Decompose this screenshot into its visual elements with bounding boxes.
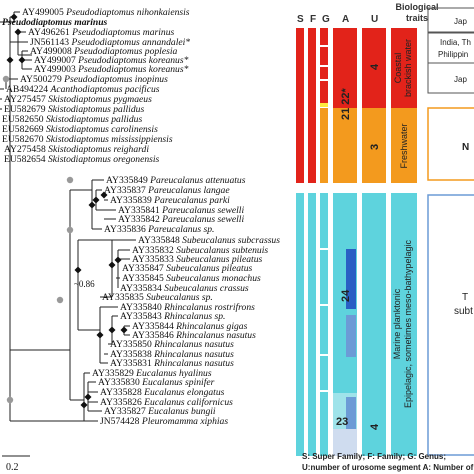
tip-label: AY335827 Eucalanus bungii: [104, 406, 216, 417]
node-diamond: [114, 256, 122, 264]
column-header-g: G: [322, 14, 330, 25]
node-diamond: [108, 326, 116, 334]
node-diamond: [74, 266, 82, 274]
tip-label: AY335833 Subeucalanus pileatus: [132, 254, 262, 265]
node-circle: [6, 396, 14, 404]
tip-label: AY335835 Subeucalanus sp.: [102, 292, 213, 303]
edge-label-3: Philippin: [438, 50, 468, 59]
tip-label: AY500279 Pseudodiaptomus inopinus: [20, 74, 168, 85]
legend-line-2: U:number of urosome segment A: Number of: [302, 463, 474, 472]
node-diamond: [108, 261, 116, 269]
tip-label: AY335842 Pareucalanus sewelli: [118, 214, 244, 225]
node-circle: [2, 75, 10, 83]
tip-label: AY335849 Pareucalanus attenuatus: [106, 175, 246, 186]
edge-label-7: subt: [454, 306, 473, 317]
tip-label: AY335843 Rhincalanus sp.: [120, 311, 225, 322]
a-value-mid: 24: [340, 289, 352, 302]
node-circle: [66, 176, 74, 184]
node-diamond: [14, 28, 22, 36]
u-value-marine: 4: [369, 423, 381, 430]
tip-label: JN574428 Pleuromamma xiphias: [100, 416, 228, 427]
tree-tip-labels: AY499005 Pseudodiaptomus nihonkaiensisPs…: [2, 7, 280, 427]
node-diamond: [84, 393, 92, 401]
bio-marine-label: Marine planktonicEpipelagic, sometimes m…: [392, 239, 413, 408]
tip-label: AB494224 Acanthodiaptomus pacificus: [6, 84, 160, 95]
tip-label: JN561143 Pseudodiaptomus annandalei*: [30, 37, 190, 48]
tip-label: AY335844 Rhincalanus gigas: [132, 321, 248, 332]
tip-label: AY335848 Subeucalanus subcrassus: [138, 235, 280, 246]
tip-label: AY335834 Subeucalanus crassus: [120, 283, 249, 294]
column-s: [296, 28, 304, 456]
tip-label: AY335839 Pareucalanus parki: [110, 195, 230, 206]
node-circle: [56, 296, 64, 304]
node-diamond: [120, 326, 128, 334]
tip-label: AY499003 Pseudodiaptomus koreanus*: [34, 64, 189, 75]
tip-label: AY335845 Subeucalanus monachus: [122, 273, 261, 284]
tip-label: EU582669 Skistodiaptomus carolinensis: [2, 124, 158, 135]
node-diamond: [10, 13, 18, 21]
tip-label: EU582679 Skistodiaptomus pallidus: [4, 104, 144, 115]
edge-label-6: T: [462, 292, 468, 303]
node-circle: [66, 226, 74, 234]
tip-label: AY335829 Eucalanus hyalinus: [92, 368, 212, 379]
tree-support-nodes: [2, 13, 128, 409]
tip-label: AY335831 Rhincalanus nasutus: [110, 358, 234, 369]
edge-label-1: Jap: [454, 17, 467, 26]
tip-label: AY335836 Pareucalanus sp.: [104, 224, 214, 235]
column-a: 21 22* 24 23: [333, 28, 357, 456]
tip-label: AY496261 Pseudodiaptomus marinus: [28, 27, 174, 38]
tip-label: AY499005 Pseudodiaptomus nihonkaiensis: [22, 7, 190, 18]
node-diamond: [92, 196, 100, 204]
column-header-a: A: [342, 14, 349, 25]
tip-label: AY335846 Rhincalanus nasutus: [132, 330, 256, 341]
a-value-top: 21 22*: [340, 87, 352, 120]
tip-label: AY335828 Eucalanus elongatus: [100, 387, 225, 398]
a-value-bot: 23: [336, 416, 348, 428]
tip-label: AY335840 Rhincalanus rostrifrons: [120, 302, 255, 313]
scale-bar-label: 0.2: [6, 462, 19, 473]
u-value-freshwater: 3: [369, 144, 381, 150]
tip-label: AY335850 Rhincalanus nasutus: [110, 339, 234, 350]
tip-label: AY275458 Skistodiaptomus reighardi: [4, 144, 149, 155]
tip-label: AY335841 Pareucalanus sewelli: [118, 205, 244, 216]
tip-label: AY335837 Pareucalanus langae: [104, 185, 230, 196]
node-diamond: [80, 401, 88, 409]
tip-label: AY335847 Subeucalanus pileatus: [122, 263, 252, 274]
bio-freshwater-label: Freshwater: [399, 123, 409, 168]
node-diamond: [88, 201, 96, 209]
column-u: 4 3 4: [362, 28, 386, 456]
column-header-f: F: [310, 14, 316, 25]
tip-label: EU582654 Skistodiaptomus oregonensis: [4, 154, 160, 165]
tip-label: AY335826 Eucalanus californicus: [100, 397, 233, 408]
u-value-coastal: 4: [369, 63, 381, 70]
edge-label-2: India, Th: [440, 38, 471, 47]
edge-label-4: Jap: [454, 75, 467, 84]
bio-coastal-label: Coastalbrackish water: [393, 39, 413, 97]
edge-label-5: N: [462, 142, 469, 153]
tip-label: AY275457 Skistodiaptomus pygmaeus: [4, 94, 152, 105]
node-diamond: [18, 56, 26, 64]
tip-label: EU582670 Skistodiaptomus mississippiensi…: [2, 134, 173, 145]
column-g: [320, 28, 328, 456]
node-diamond: [96, 331, 104, 339]
column-header-u: U: [371, 14, 378, 25]
right-edge-panels: Jap India, Th Philippin Jap N T subt: [427, 7, 474, 456]
tip-label: AY335832 Subeucalanus subtenuis: [132, 245, 268, 256]
column-header-s: S: [297, 14, 304, 25]
support-value-label: ~0.86: [74, 279, 95, 289]
node-diamond: [100, 191, 108, 199]
tip-label: AY335838 Rhincalanus nasutus: [110, 349, 234, 360]
legend-line-1: S: Super Family; F: Family; G: Genus;: [302, 452, 446, 461]
tip-label: EU582650 Skistodiaptomus pallidus: [2, 114, 142, 125]
column-bio-traits: Coastalbrackish water Freshwater Marine …: [391, 28, 417, 456]
column-f: [308, 28, 316, 456]
tip-label: Pseudodiaptomus marinus: [2, 17, 108, 28]
tip-label: AY499008 Pseudodiaptomus poplesia: [30, 46, 177, 57]
node-diamond: [6, 56, 14, 64]
tip-label: AY335830 Eucalanus spinifer: [98, 377, 215, 388]
tip-label: AY499007 Pseudodiaptomus koreanus*: [34, 55, 189, 66]
